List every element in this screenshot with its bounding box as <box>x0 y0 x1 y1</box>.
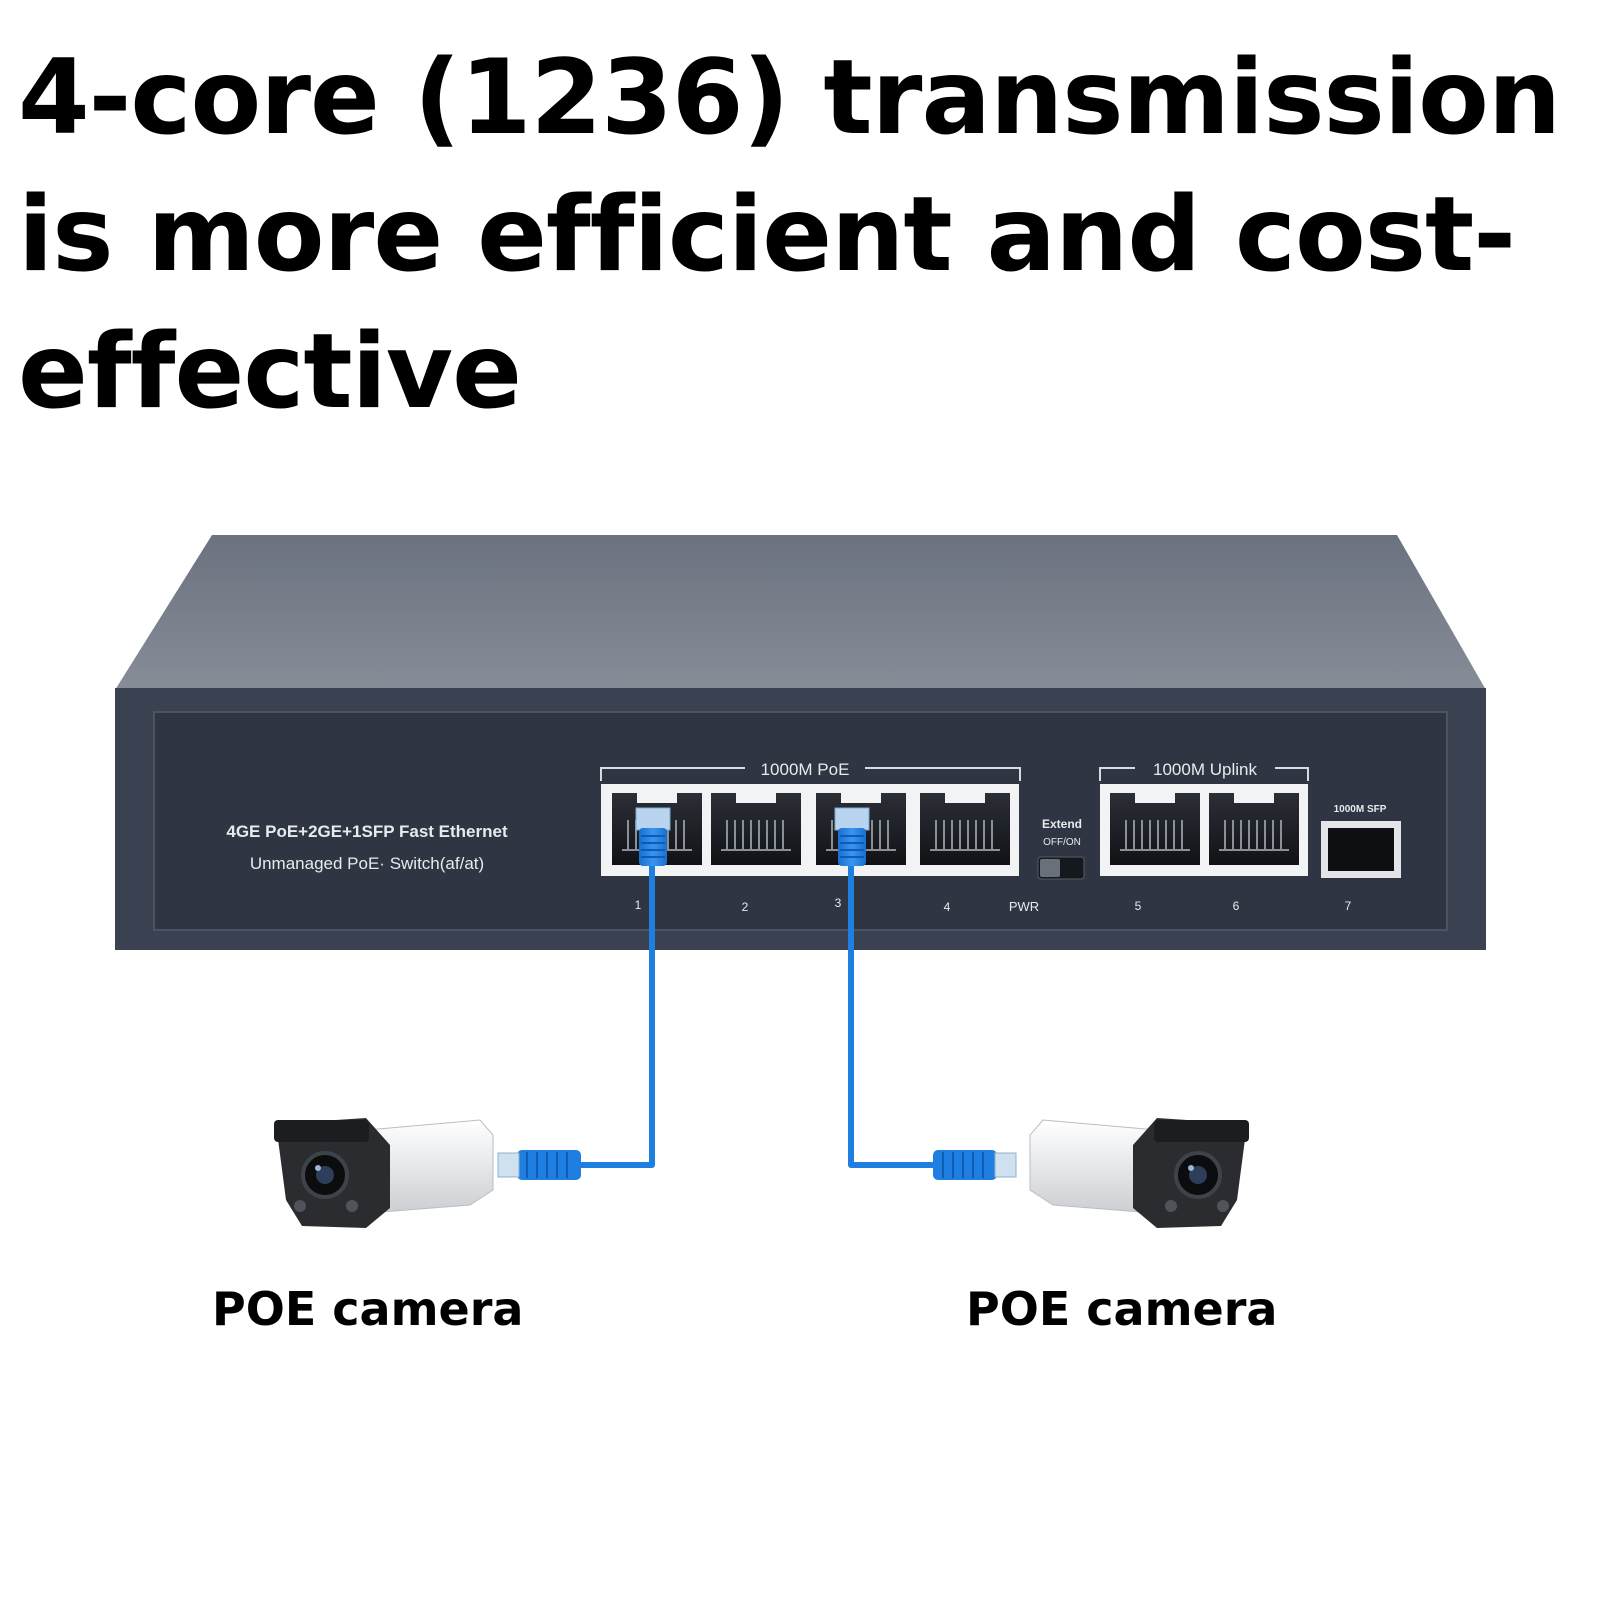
port-number-5: 5 <box>1135 899 1142 913</box>
port-number-4: 4 <box>944 900 951 914</box>
sfp-label: 1000M SFP <box>1334 804 1387 815</box>
sfp-port <box>1321 821 1401 878</box>
poe-group-bracket <box>600 767 1021 781</box>
headline-line-2: is more efficient and cost- <box>18 175 1516 295</box>
cable-to-right-camera <box>834 807 1017 1180</box>
right-poe-camera-icon <box>1029 1118 1249 1228</box>
port-number-3: 3 <box>835 896 842 910</box>
port-number-2: 2 <box>742 900 749 914</box>
ethernet-port-4 <box>920 793 1010 865</box>
headline-line-1: 4-core (1236) transmission <box>18 38 1561 158</box>
extend-label: Extend <box>1042 817 1082 831</box>
headline: 4-core (1236) transmission is more effic… <box>18 30 1588 441</box>
ethernet-port-6 <box>1209 793 1299 865</box>
port-number-1: 1 <box>635 898 642 912</box>
left-camera-label: POE camera <box>212 1282 524 1336</box>
headline-line-3: effective <box>18 312 522 432</box>
left-poe-camera-icon <box>274 1118 494 1228</box>
port-number-6: 6 <box>1233 899 1240 913</box>
ethernet-port-5 <box>1110 793 1200 865</box>
pwr-label: PWR <box>1009 899 1039 914</box>
poe-group-label: 1000M PoE <box>761 760 850 779</box>
cable-to-left-camera <box>497 807 671 1180</box>
poe-switch: 4GE PoE+2GE+1SFP Fast Ethernet Unmanaged… <box>115 535 1486 950</box>
switch-model-line-2: Unmanaged PoE· Switch(af/at) <box>250 854 484 873</box>
switch-model-line-1: 4GE PoE+2GE+1SFP Fast Ethernet <box>226 822 508 841</box>
port-number-7: 7 <box>1345 899 1352 913</box>
right-camera-label: POE camera <box>966 1282 1278 1336</box>
uplink-group-label: 1000M Uplink <box>1153 760 1257 779</box>
switch-top-panel <box>115 535 1486 690</box>
uplink-group-bracket <box>1099 767 1309 781</box>
extend-toggle-knob <box>1040 859 1060 877</box>
extend-switch-label: OFF/ON <box>1043 837 1081 848</box>
ethernet-port-2 <box>711 793 801 865</box>
